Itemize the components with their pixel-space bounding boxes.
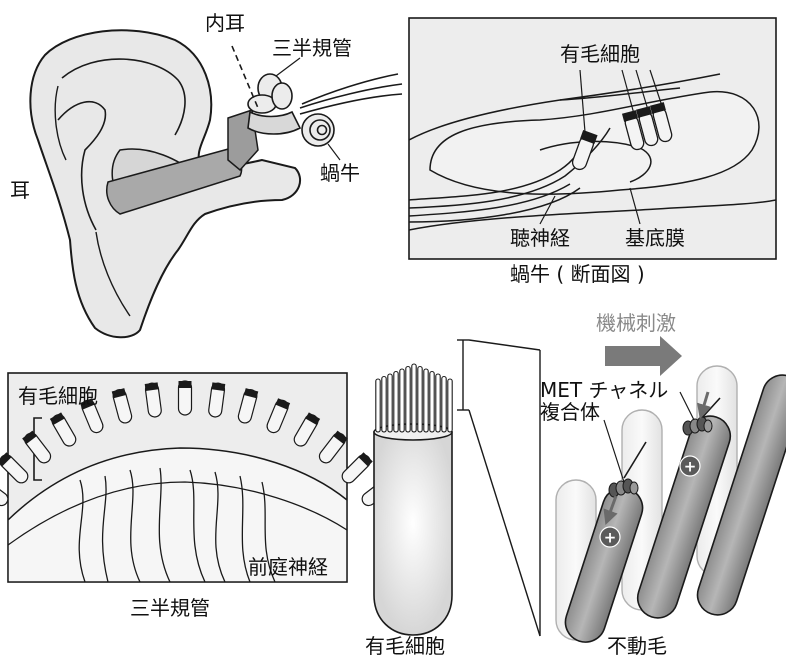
canal-loop-3 xyxy=(272,83,292,109)
label-met-channel-line2: 複合体 xyxy=(540,402,600,422)
hair-cell-body xyxy=(374,432,452,635)
stereocilium-strand xyxy=(424,369,428,432)
met-channel-2 xyxy=(683,417,712,435)
stereocilium-strand xyxy=(418,367,422,433)
stereocilium-strand xyxy=(442,377,446,433)
canal-hair-cell xyxy=(179,381,192,415)
inner-ear xyxy=(248,74,402,146)
zoom-line-top xyxy=(469,340,540,350)
caption-cochlea-section: 蝸牛 ( 断面図 ) xyxy=(510,264,645,284)
hair-cell-diagram xyxy=(374,340,540,636)
stereocilium-strand xyxy=(406,367,410,433)
cation-2: + xyxy=(680,456,700,476)
caption-hair-cell: 有毛細胞 xyxy=(365,636,445,656)
stereocilium-strand xyxy=(412,364,416,432)
stereocilium-strand xyxy=(448,379,452,432)
label-mechanical-stimulus: 機械刺激 xyxy=(596,313,676,333)
label-met-channel-line1: MET チャネル xyxy=(540,380,668,400)
stereocilium-strand xyxy=(388,374,392,432)
label-ear: 耳 xyxy=(10,180,30,200)
label-auditory-nerve: 聴神経 xyxy=(510,228,570,248)
mechanical-stimulus-arrow xyxy=(605,336,682,376)
label-basilar-membrane: 基底膜 xyxy=(625,228,685,248)
stereocilium-strand xyxy=(376,379,380,432)
label-cochlea-hair-cell: 有毛細胞 xyxy=(560,44,640,64)
label-canal-hair-cell: 有毛細胞 xyxy=(18,386,98,406)
nerve-bundle-2 xyxy=(300,94,402,114)
caption-stereocilia: 不動毛 xyxy=(607,636,667,656)
semicircular-pointer xyxy=(276,58,300,76)
vestibule xyxy=(248,112,300,134)
met-pointer-1 xyxy=(604,420,624,482)
label-inner-ear: 内耳 xyxy=(205,13,245,33)
label-vestibular-nerve: 前庭神経 xyxy=(248,557,328,577)
zoom-line-bottom xyxy=(469,410,540,636)
label-cochlea: 蝸牛 xyxy=(320,163,360,183)
nerve-bundle-3 xyxy=(302,74,398,104)
label-semicircular-canal: 三半規管 xyxy=(272,38,352,58)
stereocilia-bundle xyxy=(376,364,452,432)
met-pointer-2 xyxy=(680,392,694,420)
cation-1: + xyxy=(600,527,620,547)
cation-2-sign: + xyxy=(684,458,697,476)
cochlea-pointer xyxy=(328,144,340,160)
stereocilium-strand xyxy=(382,377,386,433)
cation-1-sign: + xyxy=(604,529,617,547)
stereocilium-strand xyxy=(400,369,404,432)
caption-semicircular-canal: 三半規管 xyxy=(130,598,210,618)
stereocilium-strand xyxy=(430,372,434,433)
stereocilium-strand xyxy=(394,372,398,433)
canal-hair-cell-bundle xyxy=(179,381,192,388)
stereocilium-strand xyxy=(436,374,440,432)
